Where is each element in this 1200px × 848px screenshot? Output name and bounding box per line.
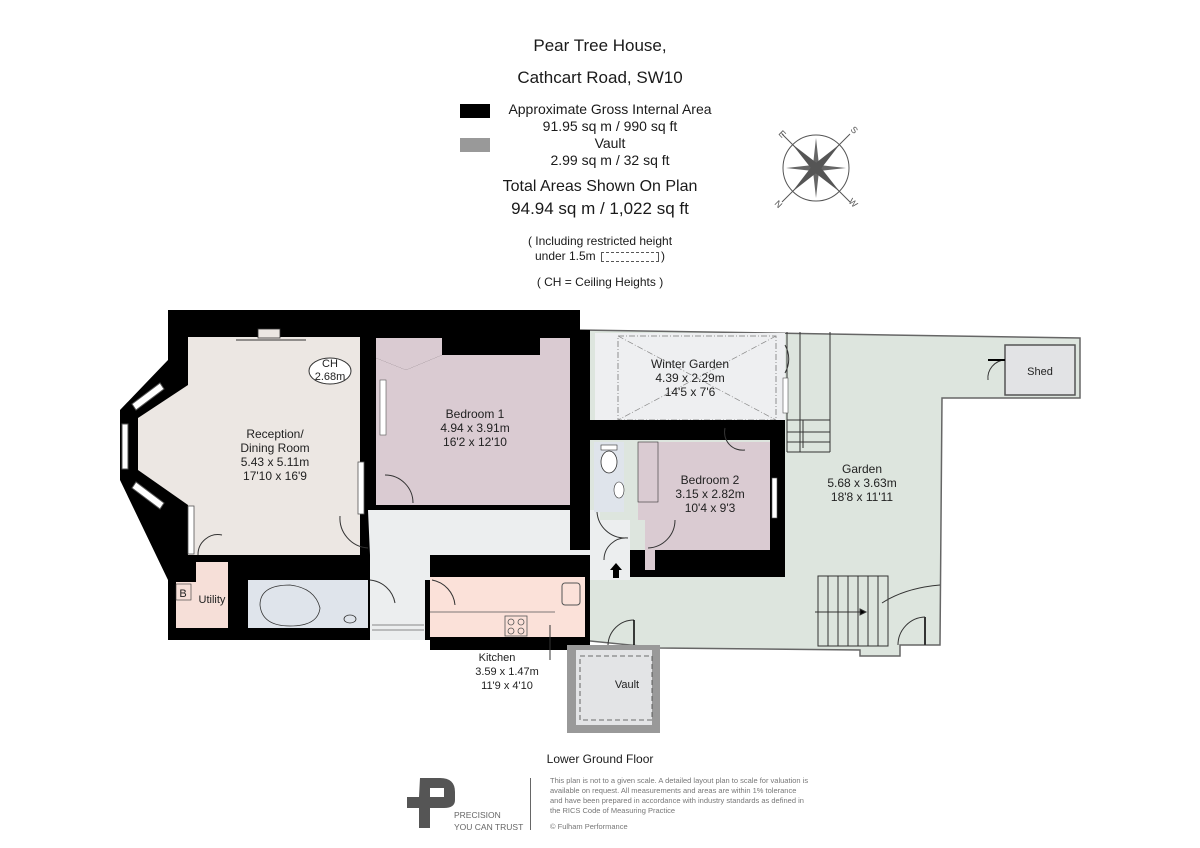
compass-label-s: S [849,124,860,135]
ceiling-height-value: 2.68m [315,371,346,383]
total-areas-value: 94.94 sq m / 1,022 sq ft [511,199,689,218]
bedroom-1 [376,338,570,505]
reception-metric: 5.43 x 5.11m [241,455,309,469]
bedroom2-imperial: 10'4 x 9'3 [685,501,736,515]
shed [1004,344,1076,396]
compass-label-e: E [777,128,788,139]
bathroom [248,580,368,628]
garden-imperial: 18'8 x 11'11 [831,490,894,504]
bedroom1-metric: 4.94 x 3.91m [440,421,509,435]
winter-garden-name: Winter Garden [651,357,729,371]
floor-label: Lower Ground Floor [546,752,654,766]
winter-garden-metric: 4.39 x 2.29m [655,371,724,385]
reception-room [138,337,360,555]
upper-steps [786,332,831,453]
vault [576,650,652,725]
restricted-height-close: ) [661,249,666,263]
bedroom1-name: Bedroom 1 [446,407,505,421]
compass-icon: E S N W [773,124,860,210]
ceiling-heights-key: ( CH = Ceiling Heights ) [536,275,664,289]
restricted-height-note-line2: under 1.5m ) [480,249,720,263]
lower-steps [815,575,941,647]
restricted-height-note-line1: ( Including restricted height [527,234,673,248]
gia-swatch [460,104,490,118]
gia-label: Approximate Gross Internal Area [508,101,712,117]
property-name: Pear Tree House, [533,36,667,55]
vault-name: Vault [615,679,639,691]
restricted-height-text: under 1.5m [534,249,596,263]
entrance-arrow-icon [610,563,622,578]
bedroom-2 [638,442,770,570]
ceiling-height-badge [308,357,352,385]
shower-icon [259,584,321,627]
basin-icon [343,614,357,624]
sink-icon [561,582,581,606]
vault-value: 2.99 sq m / 32 sq ft [550,152,670,168]
garden-metric: 5.68 x 3.63m [827,476,896,490]
vault-label: Vault [594,135,626,151]
compass-label-n: N [773,198,785,210]
kitchen-imperial: 11'9 x 4'10 [481,680,533,692]
hallway [368,510,630,580]
winter-garden-imperial: 14'5 x 7'6 [665,385,716,399]
copyright: © Fulham Performance [550,822,628,831]
vault-legend: Vault 2.99 sq m / 32 sq ft [490,135,730,169]
garden-name: Garden [842,462,882,476]
hob-icon [504,615,528,637]
bedroom2-name: Bedroom 2 [681,473,740,487]
ceiling-height-label: CH [322,358,338,370]
toilet-icon [600,450,618,474]
utility-room [176,562,228,628]
brand-tagline-1: PRECISION [454,810,501,820]
brand-logo-icon [407,778,455,828]
reception-imperial: 17'10 x 16'9 [243,469,307,483]
fireplace [257,328,281,339]
kitchen-metric: 3.59 x 1.47m [475,666,539,678]
shed-name: Shed [1027,366,1053,378]
property-address: Cathcart Road, SW10 [517,68,683,87]
gia-value: 91.95 sq m / 990 sq ft [542,118,678,134]
reception-name-2: Dining Room [240,441,309,455]
vault-swatch [460,138,490,152]
restricted-height-dash-icon [601,251,660,262]
disclaimer: This plan is not to a given scale. A det… [550,776,809,815]
boiler-label: B [179,588,186,600]
total-areas-label: Total Areas Shown On Plan [502,178,698,195]
kitchen [430,577,585,637]
utility-name: Utility [199,594,226,606]
footer-divider [530,778,531,830]
brand-tagline-2: YOU CAN TRUST [454,822,524,832]
kitchen-name: Kitchen [479,652,516,664]
bedroom1-imperial: 16'2 x 12'10 [443,435,507,449]
bedroom2-metric: 3.15 x 2.82m [675,487,744,501]
reception-name-1: Reception/ [246,427,304,441]
gia-legend: Approximate Gross Internal Area 91.95 sq… [490,101,730,135]
bay-window [121,382,165,510]
